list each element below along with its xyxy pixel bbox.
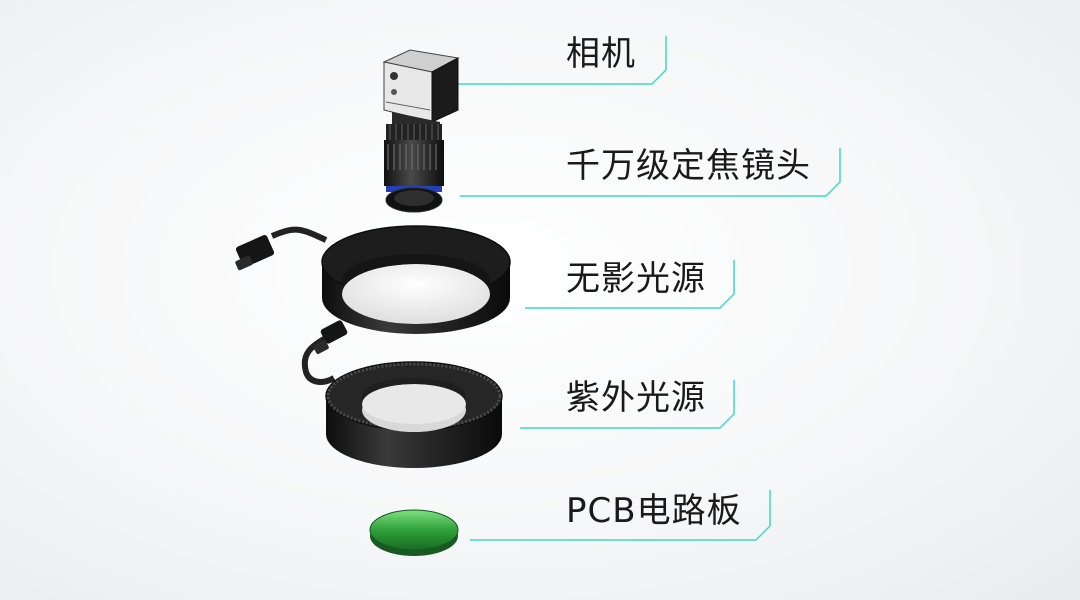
label-pcb: PCB电路板 — [566, 491, 742, 531]
label-camera: 相机 — [566, 34, 636, 74]
label-lens: 千万级定焦镜头 — [566, 146, 811, 186]
leader-line-uv-light — [520, 380, 735, 429]
leader-line-lens — [460, 148, 841, 197]
leader-line-shadowless-light — [525, 260, 735, 309]
green-pcb-disc-icon — [369, 509, 459, 556]
fixed-focus-lens-icon — [384, 124, 444, 213]
industrial-camera-icon — [382, 49, 460, 134]
label-uv-light: 紫外光源 — [566, 378, 706, 418]
leader-lines — [455, 36, 841, 541]
leader-line-camera — [455, 36, 667, 85]
label-shadowless-light: 无影光源 — [566, 259, 706, 299]
ring-light-icon — [235, 225, 511, 334]
leader-line-pcb — [470, 490, 771, 541]
uv-ring-light-icon — [301, 320, 503, 468]
